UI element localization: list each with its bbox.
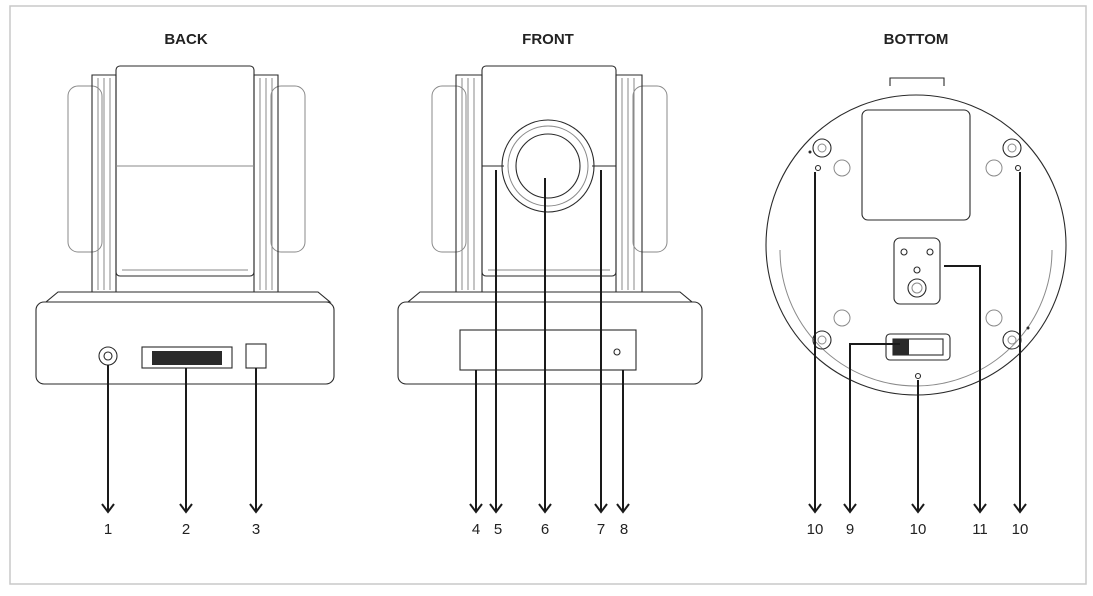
- title-front: FRONT: [522, 31, 574, 48]
- callout-11: 11: [972, 521, 988, 538]
- indicator-light-icon: [613, 348, 621, 356]
- callout-8: 8: [620, 521, 628, 538]
- callout-10-right: 10: [1012, 521, 1029, 538]
- back-view: [35, 65, 335, 385]
- bottom-view: [765, 77, 1067, 396]
- callout-5: 5: [494, 521, 502, 538]
- screw-hole-icon: [914, 372, 922, 380]
- callout-7: 7: [597, 521, 605, 538]
- tripod-mount-icon: [893, 237, 941, 305]
- lens-icon: [501, 119, 595, 213]
- front-view: [397, 65, 703, 385]
- callout-4: 4: [472, 521, 480, 538]
- callout-labels: 1 2 3 4 5 6 7 8 10 9 10 11 10: [104, 521, 1029, 538]
- screw-hole-icon: [1014, 164, 1022, 172]
- dip-switch-icon: [885, 333, 951, 361]
- title-bottom: BOTTOM: [884, 31, 949, 48]
- callout-10-center: 10: [910, 521, 927, 538]
- title-back: BACK: [164, 31, 207, 48]
- callout-1: 1: [104, 521, 112, 538]
- callout-3: 3: [252, 521, 260, 538]
- diagram-frame: [9, 5, 1087, 585]
- usb-port-icon: [245, 343, 267, 369]
- power-port-icon: [98, 346, 118, 366]
- callout-10-left: 10: [807, 521, 824, 538]
- callout-2: 2: [182, 521, 190, 538]
- callout-arrows: [101, 170, 1027, 514]
- screw-hole-icon: [814, 164, 822, 172]
- callout-9: 9: [846, 521, 854, 538]
- callout-6: 6: [541, 521, 549, 538]
